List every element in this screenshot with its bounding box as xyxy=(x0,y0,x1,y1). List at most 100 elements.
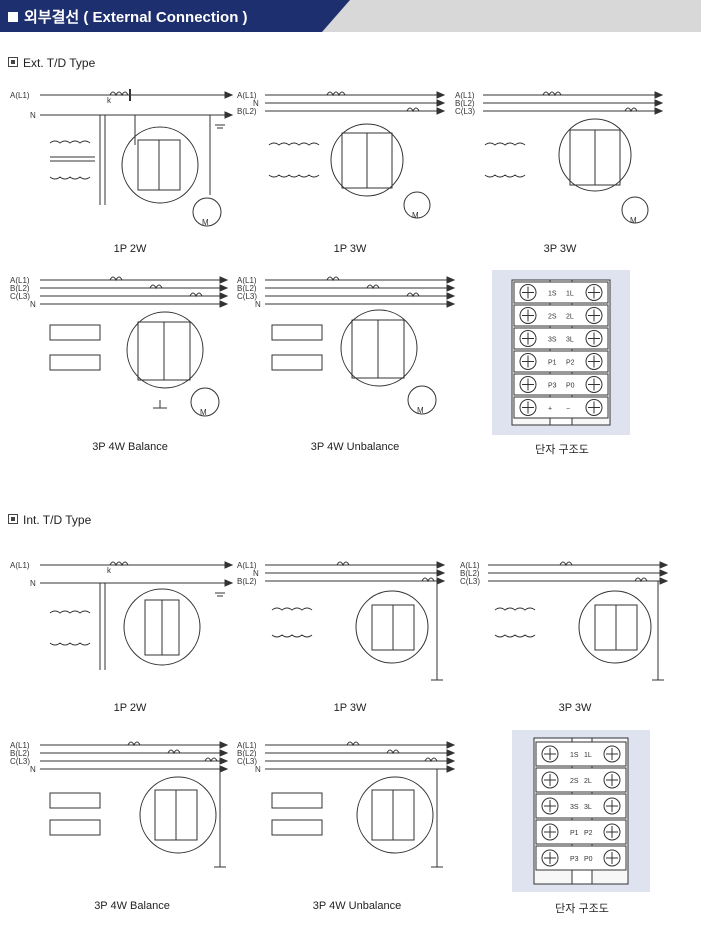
label-n: N xyxy=(253,99,259,108)
terminal-label: 3L xyxy=(584,804,592,811)
terminal-label: 1L xyxy=(566,291,574,298)
diagram-int-3p3w: A(L1) B(L2) C(L3) xyxy=(460,561,669,681)
terminal-label: P3 xyxy=(548,383,557,390)
terminal-label: P1 xyxy=(570,830,579,837)
checkbox-square-icon xyxy=(8,514,18,524)
label-l3: C(L3) xyxy=(10,757,30,766)
label-n: N xyxy=(255,300,261,309)
caption-ext-terminal: 단자 구조도 xyxy=(535,444,589,456)
terminal-label: 1S xyxy=(548,291,557,298)
terminal-label: 2L xyxy=(566,314,574,321)
label-m: M xyxy=(417,406,424,415)
terminal-label: P0 xyxy=(566,383,575,390)
terminal-label: P2 xyxy=(584,830,593,837)
section-int-text: Int. T/D Type xyxy=(23,513,92,527)
label-l2: B(L2) xyxy=(237,284,257,293)
label-m: M xyxy=(630,216,637,225)
label-l3: C(L3) xyxy=(10,292,30,301)
terminal-row xyxy=(513,373,609,396)
label-l2: B(L2) xyxy=(237,749,257,758)
label-l2: B(L2) xyxy=(10,284,30,293)
label-l3: C(L3) xyxy=(455,107,475,116)
terminal-label: 3S xyxy=(570,804,579,811)
terminal-label: 1L xyxy=(584,752,592,759)
label-n: N xyxy=(30,579,36,588)
terminal-label: P2 xyxy=(566,360,575,367)
header-blue-band xyxy=(0,0,350,32)
label-l1: A(L1) xyxy=(10,561,30,570)
caption-ext-1p2w: 1P 2W xyxy=(113,243,147,255)
terminal-label: 1S xyxy=(570,752,579,759)
diagram-ext-1p3w: A(L1) N B(L2) M xyxy=(237,91,446,220)
section-header: 외부결선 ( External Connection ) xyxy=(0,0,701,32)
label-m: M xyxy=(412,211,419,220)
label-l1: A(L1) xyxy=(237,276,257,285)
label-l2: B(L2) xyxy=(455,99,475,108)
caption-ext-1p3w: 1P 3W xyxy=(333,243,367,255)
terminal-label: 2S xyxy=(548,314,557,321)
label-l3: C(L3) xyxy=(460,577,480,586)
diagram-ext-3p4w-balance: A(L1) B(L2) C(L3) N M xyxy=(10,276,229,417)
diagram-int-3p4w-balance: A(L1) B(L2) C(L3) N xyxy=(10,741,229,868)
label-l2: B(L2) xyxy=(237,107,257,116)
caption-ext-3p4w-balance: 3P 4W Balance xyxy=(92,441,168,453)
terminal-label: P1 xyxy=(548,360,557,367)
diagram-ext-3p4w-unbalance: A(L1) B(L2) C(L3) N M xyxy=(237,276,456,415)
label-l2: B(L2) xyxy=(460,569,480,578)
section-ext-label: Ext. T/D Type xyxy=(8,56,95,70)
diagram-int-1p3w: A(L1) N B(L2) xyxy=(237,561,446,681)
caption-int-1p3w: 1P 3W xyxy=(333,702,367,714)
label-n: N xyxy=(30,765,36,774)
terminal-row xyxy=(513,396,609,419)
label-l1: A(L1) xyxy=(455,91,475,100)
label-m: M xyxy=(200,408,207,417)
terminal-label: P3 xyxy=(570,856,579,863)
terminal-label: P0 xyxy=(584,856,593,863)
label-n: N xyxy=(253,569,259,578)
label-n: N xyxy=(30,111,36,120)
section-int-label: Int. T/D Type xyxy=(8,513,91,527)
label-l1: A(L1) xyxy=(237,741,257,750)
label-l2: B(L2) xyxy=(10,749,30,758)
section-ext-text: Ext. T/D Type xyxy=(23,56,96,70)
label-l1: A(L1) xyxy=(237,91,257,100)
label-l1: A(L1) xyxy=(10,91,30,100)
terminal-label: 3L xyxy=(566,337,574,344)
label-l1: A(L1) xyxy=(460,561,480,570)
caption-int-terminal: 단자 구조도 xyxy=(555,903,609,915)
label-l1: A(L1) xyxy=(10,276,30,285)
label-l2: B(L2) xyxy=(237,577,257,586)
square-icon xyxy=(8,12,18,22)
caption-ext-3p3w: 3P 3W xyxy=(543,243,577,255)
label-l1: A(L1) xyxy=(10,741,30,750)
caption-ext-3p4w-unbalance: 3P 4W Unbalance xyxy=(310,441,400,453)
header-title: 외부결선 ( External Connection ) xyxy=(8,6,248,27)
caption-int-3p4w-unbalance: 3P 4W Unbalance xyxy=(312,900,402,912)
label-l3: C(L3) xyxy=(237,292,257,301)
diagram-ext-3p3w: A(L1) B(L2) C(L3) M xyxy=(455,91,664,225)
header-title-text: 외부결선 ( External Connection ) xyxy=(24,9,248,26)
terminal-row xyxy=(513,327,609,350)
terminal-row xyxy=(513,350,609,373)
terminal-row xyxy=(513,304,609,327)
label-k: k xyxy=(107,566,112,575)
diagram-ext-1p2w: A(L1) N k M xyxy=(10,89,234,227)
caption-int-3p3w: 3P 3W xyxy=(558,702,592,714)
terminal-label: 2L xyxy=(584,778,592,785)
caption-int-3p4w-balance: 3P 4W Balance xyxy=(94,900,170,912)
terminal-label: − xyxy=(566,406,570,413)
diagram-int-1p2w: A(L1) N k xyxy=(10,561,234,670)
label-n: N xyxy=(30,300,36,309)
terminal-label: + xyxy=(548,406,552,413)
label-l3: C(L3) xyxy=(237,757,257,766)
label-l1: A(L1) xyxy=(237,561,257,570)
label-m: M xyxy=(202,218,209,227)
caption-int-1p2w: 1P 2W xyxy=(113,702,147,714)
label-n: N xyxy=(255,765,261,774)
